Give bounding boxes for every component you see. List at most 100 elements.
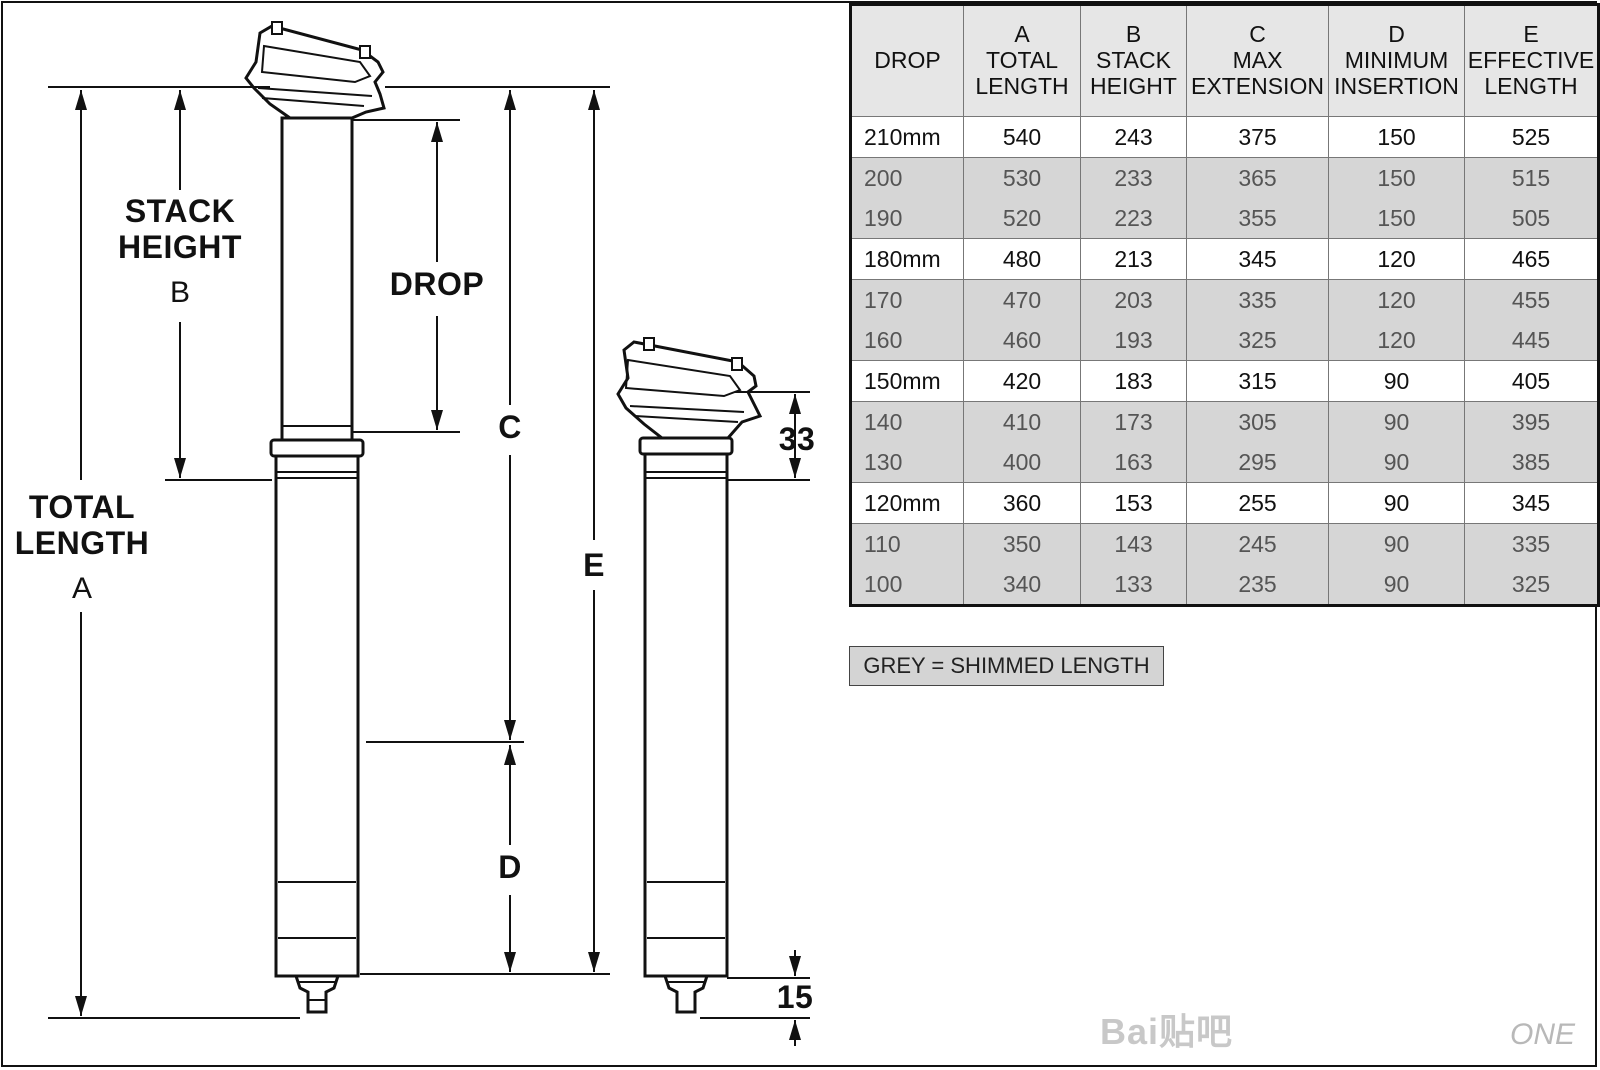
- table-cell: 515: [1464, 157, 1599, 198]
- table-cell: 375: [1186, 116, 1329, 158]
- d-label: D: [498, 849, 522, 885]
- table-cell: 465: [1464, 238, 1599, 280]
- table-cell: 120: [1328, 238, 1465, 280]
- dim-33-label: 33: [778, 421, 816, 457]
- table-cell: 325: [1464, 564, 1599, 606]
- compressed-seatpost: [616, 337, 763, 1014]
- table-cell: 200: [850, 157, 964, 198]
- extension-lines: [48, 86, 810, 1019]
- table-cell: 163: [1080, 442, 1187, 483]
- table-cell: 350: [963, 523, 1081, 564]
- table-cell: 315: [1186, 360, 1329, 402]
- table-cell: 120: [1328, 279, 1465, 320]
- table-cell: 183: [1080, 360, 1187, 402]
- table-cell: 410: [963, 401, 1081, 442]
- table-cell: 345: [1186, 238, 1329, 280]
- table-header-cell: DROP: [850, 4, 964, 117]
- table-header-line: HEIGHT: [1090, 72, 1177, 99]
- table-cell: 505: [1464, 198, 1599, 239]
- table-cell: 90: [1328, 482, 1465, 524]
- table-header-line: LENGTH: [1484, 72, 1578, 99]
- table-header-line: EXTENSION: [1191, 72, 1324, 99]
- table-cell: 245: [1186, 523, 1329, 564]
- table-cell: 365: [1186, 157, 1329, 198]
- table-cell: 130: [850, 442, 964, 483]
- table-cell: 525: [1464, 116, 1599, 158]
- dimension-arrows: [75, 90, 801, 1046]
- table-cell: 243: [1080, 116, 1187, 158]
- table-cell: 90: [1328, 442, 1465, 483]
- total-length-label: TOTAL LENGTH: [14, 489, 150, 561]
- table-header-line: A: [1014, 21, 1030, 48]
- table-cell: 213: [1080, 238, 1187, 280]
- table-cell: 470: [963, 279, 1081, 320]
- table-cell: 193: [1080, 320, 1187, 361]
- dim-15-label: 15: [776, 979, 814, 1015]
- table-cell: 150: [1328, 198, 1465, 239]
- table-header-line: INSERTION: [1334, 72, 1459, 99]
- table-cell: 255: [1186, 482, 1329, 524]
- table-header-line: MINIMUM: [1344, 47, 1449, 74]
- table-cell: 460: [963, 320, 1081, 361]
- table-header-line: E: [1523, 21, 1539, 48]
- table-cell: 335: [1186, 279, 1329, 320]
- table-cell: 480: [963, 238, 1081, 280]
- table-cell: 455: [1464, 279, 1599, 320]
- table-header-line: DROP: [874, 47, 941, 74]
- table-header-line: LENGTH: [975, 72, 1069, 99]
- table-header-line: B: [1125, 21, 1142, 48]
- table-cell: 355: [1186, 198, 1329, 239]
- total-length-letter: A: [71, 572, 92, 605]
- table-cell: 173: [1080, 401, 1187, 442]
- table-cell: 340: [963, 564, 1081, 606]
- seatpost-drawing: [48, 21, 810, 1046]
- table-cell: 540: [963, 116, 1081, 158]
- table-header-line: C: [1249, 21, 1266, 48]
- table-cell: 405: [1464, 360, 1599, 402]
- table-cell: 153: [1080, 482, 1187, 524]
- table-cell: 445: [1464, 320, 1599, 361]
- table-cell: 210mm: [850, 116, 964, 158]
- table-cell: 400: [963, 442, 1081, 483]
- e-label: E: [583, 547, 605, 583]
- table-cell: 203: [1080, 279, 1187, 320]
- table-cell: 295: [1186, 442, 1329, 483]
- table-cell: 395: [1464, 401, 1599, 442]
- table-cell: 420: [963, 360, 1081, 402]
- table-cell: 90: [1328, 564, 1465, 606]
- table-header-line: STACK: [1096, 47, 1171, 74]
- table-cell: 235: [1186, 564, 1329, 606]
- stack-height-label: STACK HEIGHT: [118, 193, 242, 265]
- table-header-line: TOTAL: [986, 47, 1058, 74]
- table-cell: 110: [850, 523, 964, 564]
- table-cell: 530: [963, 157, 1081, 198]
- table-cell: 190: [850, 198, 964, 239]
- table-cell: 120: [1328, 320, 1465, 361]
- table-cell: 325: [1186, 320, 1329, 361]
- brand-logo: ONE: [1510, 1018, 1576, 1051]
- table-cell: 385: [1464, 442, 1599, 483]
- extended-seatpost: [244, 21, 386, 1014]
- table-cell: 345: [1464, 482, 1599, 524]
- table-cell: 335: [1464, 523, 1599, 564]
- table-header-line: MAX: [1232, 47, 1283, 74]
- drop-label: DROP: [389, 266, 485, 302]
- table-cell: 233: [1080, 157, 1187, 198]
- table-cell: 90: [1328, 360, 1465, 402]
